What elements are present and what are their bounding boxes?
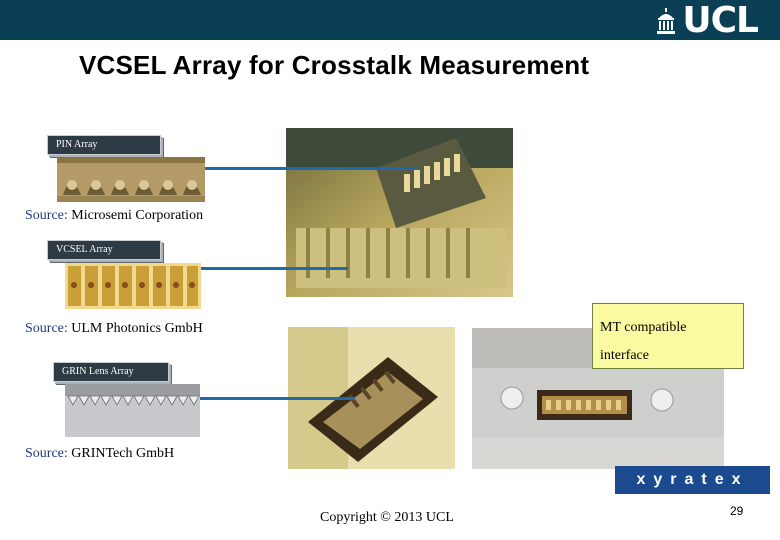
header-bar: UCL xyxy=(0,0,780,40)
vcsel-source-name: ULM Photonics GmbH xyxy=(71,321,203,336)
callout-line-2: interface xyxy=(600,348,649,363)
page-number: 29 xyxy=(730,504,744,518)
logo-text: UCL xyxy=(682,0,759,41)
vcsel-source: Source: ULM Photonics GmbH xyxy=(25,321,203,337)
portico-icon xyxy=(657,8,676,34)
pin-connector-line xyxy=(205,167,417,170)
grin-connector-line xyxy=(200,397,355,400)
xyratex-logo: xyratex xyxy=(615,466,770,494)
vcsel-array-tag: VCSEL Array xyxy=(47,240,161,260)
lens-assembly-photo xyxy=(288,327,455,469)
grin-source-name: GRINTech GmbH xyxy=(71,446,175,461)
pin-source-name: Microsemi Corporation xyxy=(71,208,204,223)
chip-assembly-photo xyxy=(286,128,513,297)
ucl-logo: UCL xyxy=(656,0,759,41)
vcsel-array-image xyxy=(65,263,201,309)
grin-lens-array-tag: GRIN Lens Array xyxy=(53,362,169,382)
vcsel-connector-line xyxy=(201,267,348,270)
mt-compatible-callout: MT compatible interface xyxy=(592,303,744,369)
copyright-text: Copyright © 2013 UCL xyxy=(320,510,454,525)
grin-lens-array-image xyxy=(65,384,200,437)
callout-line-1: MT compatible xyxy=(600,320,687,335)
vcsel-source-label: Source: xyxy=(25,321,68,336)
grin-source-label: Source: xyxy=(25,446,68,461)
pin-source: Source: Microsemi Corporation xyxy=(25,208,203,224)
pin-array-image xyxy=(57,157,205,202)
grin-source: Source: GRINTech GmbH xyxy=(25,446,174,462)
xyratex-logo-text: xyratex xyxy=(636,471,749,488)
pin-source-label: Source: xyxy=(25,208,68,223)
pin-array-tag: PIN Array xyxy=(47,135,161,155)
slide-title: VCSEL Array for Crosstalk Measurement xyxy=(79,50,590,80)
